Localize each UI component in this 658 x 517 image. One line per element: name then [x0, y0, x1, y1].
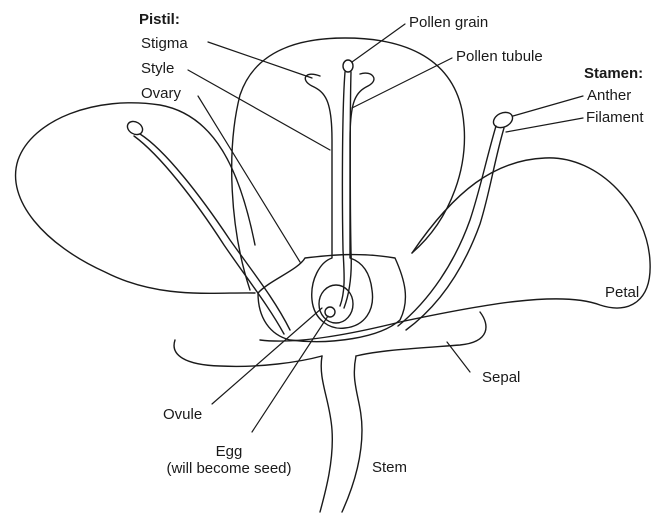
stigma-label: Stigma [141, 35, 188, 52]
petal-label: Petal [605, 284, 639, 301]
sepal-base [174, 312, 486, 366]
egg [325, 307, 335, 317]
left-anther [125, 119, 145, 137]
left-filament [134, 134, 290, 334]
pollen-grain-label: Pollen grain [409, 14, 488, 31]
ovule-leader [212, 308, 322, 404]
ovule [319, 285, 353, 323]
back-petal [232, 38, 465, 290]
ovary-label: Ovary [141, 85, 181, 102]
anther-leader [513, 96, 583, 116]
egg-label-line1: Egg [148, 443, 310, 460]
sepal-label: Sepal [482, 369, 520, 386]
ovule-label: Ovule [163, 406, 202, 423]
style-label: Style [141, 60, 174, 77]
egg-label: Egg (will become seed) [148, 443, 310, 477]
egg-leader [252, 316, 328, 432]
stem-label: Stem [372, 459, 407, 476]
filament-label: Filament [586, 109, 644, 126]
pistil [305, 73, 374, 328]
stigma-leader [208, 42, 312, 78]
right-petal [260, 158, 650, 341]
right-filament [398, 126, 504, 330]
right-anther [491, 109, 515, 130]
anther-label: Anther [587, 87, 631, 104]
pistil-heading: Pistil: [139, 11, 180, 28]
stamen-heading: Stamen: [584, 65, 643, 82]
filament-leader [506, 118, 583, 132]
egg-label-line2: (will become seed) [148, 460, 310, 477]
pollen-tubule-label: Pollen tubule [456, 48, 543, 65]
sepal-leader [447, 342, 470, 372]
stem [320, 356, 362, 512]
style-leader [188, 70, 330, 150]
pollen-tubule-leader [352, 58, 452, 108]
pollen-grain-leader [352, 24, 405, 62]
ovary-leader [198, 96, 300, 262]
